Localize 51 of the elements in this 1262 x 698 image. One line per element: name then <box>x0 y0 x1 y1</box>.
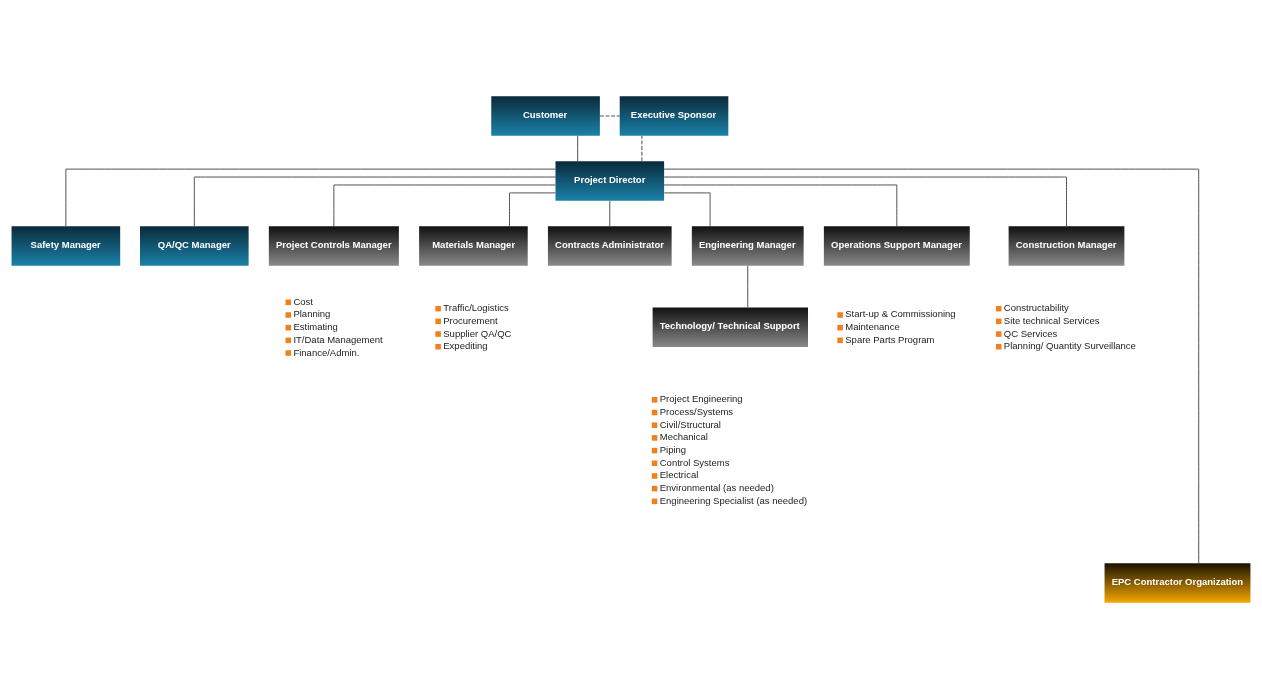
node-label: Electrical <box>659 468 699 480</box>
node-label: Traffic/Logistics <box>443 301 509 313</box>
connector <box>663 168 1200 563</box>
connector <box>333 184 556 226</box>
node-box: QA/QC Manager <box>140 225 249 266</box>
node-label: Procurement <box>443 314 498 326</box>
node-label: Control Systems <box>659 456 730 468</box>
node-box: Customer <box>491 95 600 136</box>
connector <box>663 184 898 226</box>
node-box: Project Director <box>555 160 665 201</box>
node-label: Finance/Admin. <box>293 346 360 358</box>
node-label: Expediting <box>443 339 488 351</box>
node-box: Construction Manager <box>1008 225 1125 266</box>
node-label: QC Services <box>1003 327 1058 338</box>
node-box: EPC Contractor Organization <box>1104 562 1251 603</box>
node-label: Constructability <box>1003 301 1069 313</box>
node-label: Cost <box>293 295 313 307</box>
node-label: Process/Systems <box>659 405 734 417</box>
connector <box>663 176 1067 226</box>
connector <box>599 115 621 116</box>
node-box: Technology/ Technical Support <box>652 307 808 347</box>
connector <box>509 192 556 226</box>
node-label: Site technical Services <box>1003 314 1100 326</box>
node-label: Engineering Specialist (as needed) <box>659 494 808 506</box>
node-label: Piping <box>659 443 687 455</box>
node-label: Project Engineering <box>659 392 743 404</box>
node-label: Planning <box>293 307 331 319</box>
node-label: Spare Parts Program <box>845 333 935 345</box>
node-box: Project Controls Manager <box>268 225 399 266</box>
node-box: Materials Manager <box>419 225 528 266</box>
connector <box>641 135 643 162</box>
node-label: Environmental (as needed) <box>659 481 774 493</box>
node-label: Mechanical <box>659 430 708 442</box>
node-box: Safety Manager <box>11 225 121 266</box>
connector <box>577 134 579 161</box>
connector <box>193 176 556 226</box>
connector <box>65 168 556 226</box>
connector <box>747 265 749 308</box>
connector <box>663 192 711 226</box>
node-label: Civil/Structural <box>659 418 721 430</box>
node-box: Contracts Administrator <box>547 225 672 266</box>
node-label: IT/Data Management <box>293 333 383 345</box>
node-label: Supplier QA/QC <box>443 327 512 338</box>
node-box: Engineering Manager <box>691 225 804 266</box>
node-label: Planning/ Quantity Surveillance <box>1003 339 1136 351</box>
node-label: Estimating <box>293 320 338 332</box>
connector <box>609 199 611 226</box>
node-box: Operations Support Manager <box>823 225 970 266</box>
node-label: Start-up & Commissioning <box>845 307 956 319</box>
node-label: Maintenance <box>845 320 900 332</box>
node-box: Executive Sponsor <box>619 95 729 136</box>
